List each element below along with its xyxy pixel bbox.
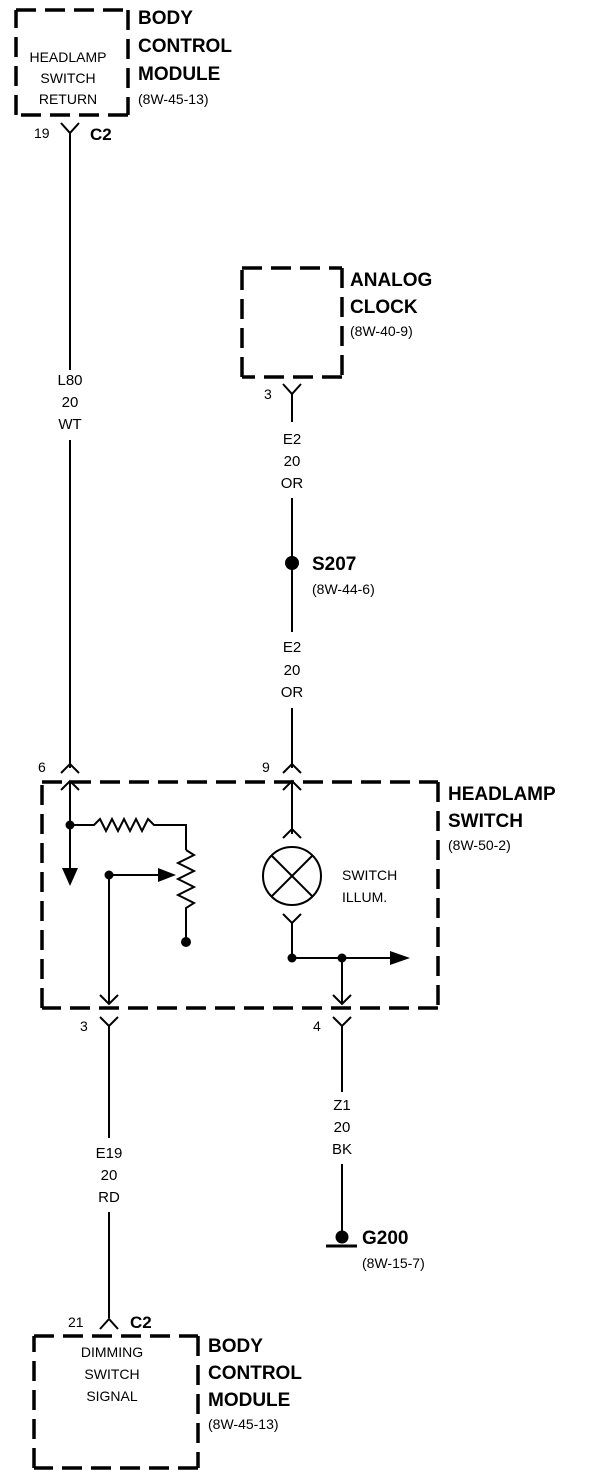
wire-z1-line-1: Z1	[333, 1097, 351, 1114]
bcm-bottom-inner-line-3: SIGNAL	[86, 1388, 138, 1404]
bcm-bottom-inner-line-1: DIMMING	[81, 1344, 143, 1360]
pin-3-terminal-inner	[99, 994, 119, 1006]
analog-clock-title-line-1: ANALOG	[350, 270, 432, 291]
headlamp-switch-title-line-2: SWITCH	[448, 811, 523, 832]
headlamp-switch-title-line-1: HEADLAMP	[448, 784, 556, 805]
wire-l80-line-2: 20	[62, 394, 79, 411]
wiper-arrow	[158, 868, 176, 882]
bcm-bottom: 21 C2 DIMMING SWITCH SIGNAL BODY CONTROL…	[32, 1313, 302, 1470]
rheostat-end-dot	[181, 937, 191, 947]
pin-4-terminal-outer	[332, 1016, 352, 1028]
bcm-top-inner-line-1: HEADLAMP	[29, 49, 106, 65]
bcm-bottom-pin-terminal	[99, 1317, 119, 1330]
wire-e2-upper-line-2: 20	[284, 453, 301, 470]
bcm-top-connector: C2	[90, 125, 112, 144]
wire-l80-line-3: WT	[58, 416, 81, 433]
bcm-bottom-pin: 21	[68, 1314, 84, 1330]
analog-clock-pin-terminal	[282, 383, 302, 396]
wire-e2-lower-line-2: 20	[284, 662, 301, 679]
wire-e2-lower-line-1: E2	[283, 639, 301, 656]
splice-dot	[285, 556, 299, 570]
headlamp-switch-ref: (8W-50-2)	[448, 837, 511, 853]
lamp-label-line-1: SWITCH	[342, 867, 397, 883]
bcm-top: HEADLAMP SWITCH RETURN BODY CONTROL MODU…	[14, 8, 232, 144]
splice-name: S207	[312, 554, 356, 575]
pin-9-terminal-upper	[282, 762, 302, 774]
lamp-terminal-upper	[282, 827, 302, 839]
pin-3-terminal-outer	[99, 1016, 119, 1028]
bcm-bottom-ref: (8W-45-13)	[208, 1416, 279, 1432]
splice-ref: (8W-44-6)	[312, 581, 375, 597]
bcm-bottom-connector: C2	[130, 1313, 152, 1332]
bcm-top-ref: (8W-45-13)	[138, 91, 209, 107]
bcm-bottom-title-line-2: CONTROL	[208, 1363, 302, 1384]
wire-e19-line-2: 20	[101, 1167, 118, 1184]
bcm-top-title-line-3: MODULE	[138, 64, 220, 85]
wire-e19-line-1: E19	[96, 1145, 123, 1162]
analog-clock-title-line-2: CLOCK	[350, 297, 418, 318]
bcm-top-pin-terminal	[60, 122, 80, 135]
pin-6-terminal-upper	[60, 762, 80, 774]
bcm-bottom-title-line-3: MODULE	[208, 1390, 290, 1411]
wire-e19-line-3: RD	[98, 1189, 120, 1206]
headlamp-switch-pin-4: 4	[313, 1018, 321, 1034]
pin-4-terminal-inner	[332, 994, 352, 1006]
bcm-top-inner-line-3: RETURN	[39, 91, 97, 107]
lamp-terminal-lower	[282, 913, 302, 925]
ground-dot	[335, 1230, 349, 1244]
switch-left-arrow	[62, 868, 78, 886]
wire-e2-upper-line-3: OR	[281, 475, 304, 492]
headlamp-switch-pin-6: 6	[38, 759, 46, 775]
wire-l80-line-1: L80	[57, 372, 82, 389]
headlamp-switch-pin-9: 9	[262, 759, 270, 775]
bcm-top-inner-line-2: SWITCH	[40, 70, 95, 86]
lamp-bulb-icon	[262, 846, 322, 906]
headlamp-switch: HEADLAMP SWITCH (8W-50-2) 6 9 SWI	[38, 759, 556, 1034]
ground-name: G200	[362, 1228, 408, 1249]
ground-ref: (8W-15-7)	[362, 1255, 425, 1271]
ground-bus-arrow	[390, 951, 410, 965]
headlamp-switch-pin-3: 3	[80, 1018, 88, 1034]
analog-clock: ANALOG CLOCK (8W-40-9) 3	[240, 266, 432, 402]
bcm-bottom-inner-line-2: SWITCH	[84, 1366, 139, 1382]
bcm-top-pin: 19	[34, 125, 50, 141]
bcm-bottom-dashed-box	[32, 1334, 200, 1470]
switch-fixed-resistor	[70, 816, 187, 850]
wire-e2-upper-line-1: E2	[283, 431, 301, 448]
bcm-bottom-title-line-1: BODY	[208, 1336, 263, 1357]
lamp-bulb-cross	[270, 854, 314, 898]
analog-clock-dashed-box	[240, 266, 344, 379]
wire-e2-lower-line-3: OR	[281, 684, 304, 701]
switch-rheostat	[175, 849, 197, 942]
lamp-label-line-2: ILLUM.	[342, 889, 387, 905]
analog-clock-ref: (8W-40-9)	[350, 323, 413, 339]
bcm-top-title-line-2: CONTROL	[138, 36, 232, 57]
wire-z1-line-3: BK	[332, 1141, 352, 1158]
analog-clock-pin: 3	[264, 386, 272, 402]
bcm-top-title-line-1: BODY	[138, 8, 193, 29]
wire-z1-line-2: 20	[334, 1119, 351, 1136]
